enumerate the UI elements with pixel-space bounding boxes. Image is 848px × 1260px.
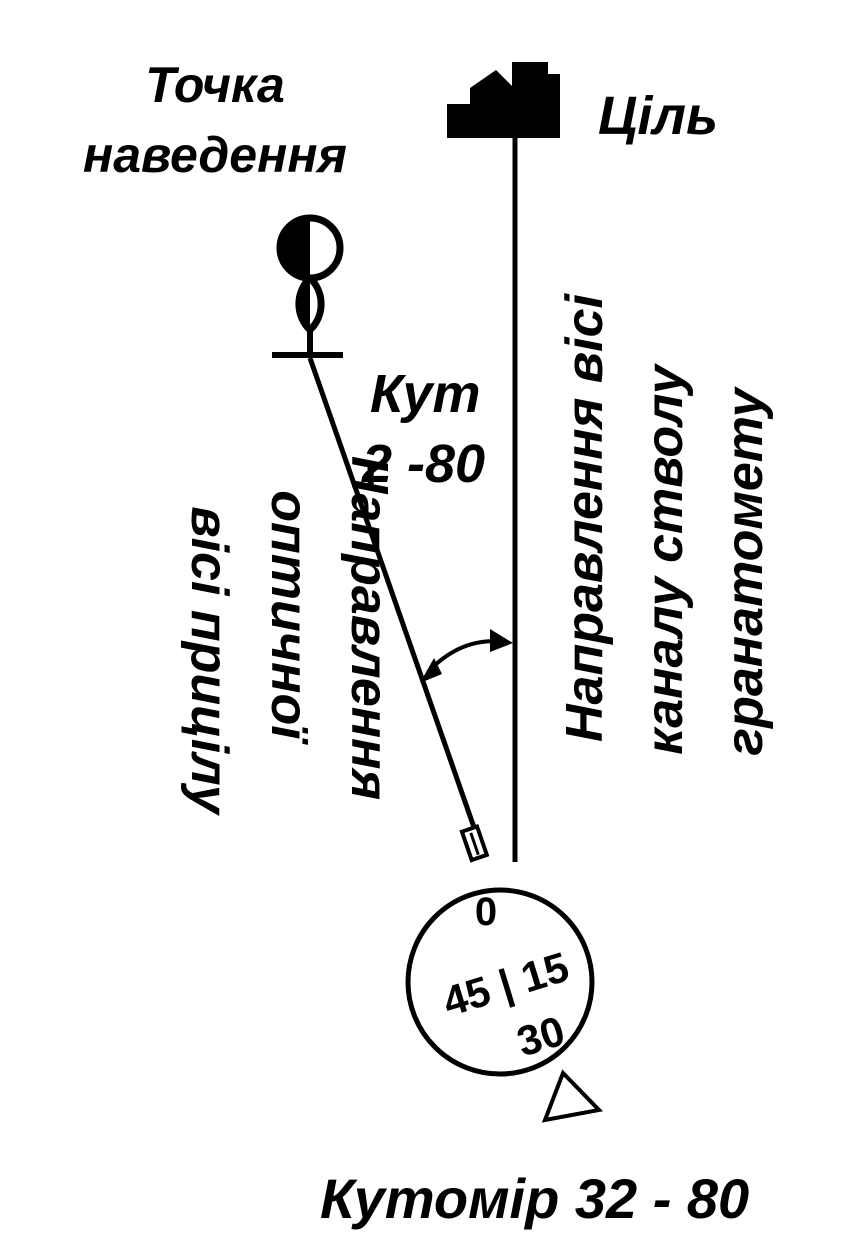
barrel-axis-label-line1: Направлення вісі bbox=[556, 292, 614, 742]
sight-axis-label-line1: Направлення bbox=[340, 456, 398, 800]
target-icon bbox=[447, 62, 560, 138]
aiming-point-label-line2: наведення bbox=[83, 127, 347, 183]
dial-top-label: 0 bbox=[475, 890, 497, 934]
aiming-point-icon bbox=[272, 214, 344, 358]
sight-axis-label-line3: вісі прицілу bbox=[180, 506, 238, 817]
barrel-axis-label-line3: гранатомету bbox=[716, 385, 774, 755]
angle-label-line1: Кут bbox=[370, 364, 481, 424]
aiming-point-label-line1: Точка bbox=[145, 57, 285, 113]
protractor-dial bbox=[405, 887, 595, 1077]
angle-label-line2: 2 -80 bbox=[361, 434, 485, 494]
sight-icon bbox=[459, 823, 490, 863]
sight-axis-label-line2: оптичної bbox=[260, 490, 318, 745]
target-label: Ціль bbox=[598, 86, 718, 146]
angle-arc bbox=[420, 629, 513, 683]
triangle-marker-icon bbox=[541, 1069, 604, 1123]
sight-axis-line bbox=[307, 357, 480, 837]
protractor-label: Кутомір 32 - 80 bbox=[320, 1167, 749, 1230]
barrel-axis-label-line2: каналу стволу bbox=[636, 362, 694, 755]
